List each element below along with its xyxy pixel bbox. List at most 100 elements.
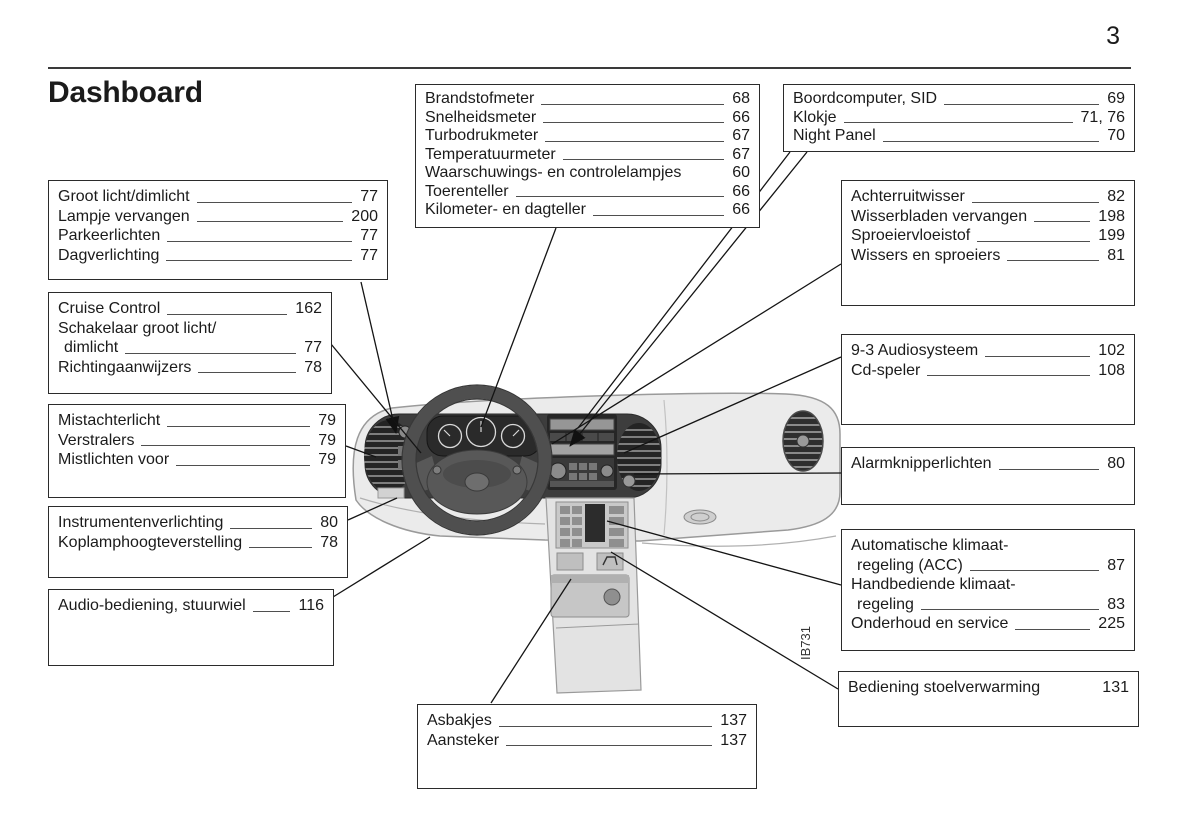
entry-label: regeling (857, 595, 914, 613)
leader-fog (345, 445, 377, 458)
page-number: 3 (1106, 22, 1120, 50)
right-air-vent (782, 410, 824, 472)
dot-leader (166, 260, 353, 261)
entry-page: 67 (732, 145, 750, 163)
leader-lights (360, 281, 400, 434)
dot-leader (198, 372, 297, 373)
leader-computer-2 (569, 151, 808, 447)
entry-label: Cd-speler (851, 361, 921, 379)
index-entry: Achterruitwisser 82 (851, 187, 1125, 207)
entry-page: 82 (1107, 188, 1125, 205)
entry-page: 77 (304, 339, 322, 356)
entry-label: dimlicht (64, 339, 119, 356)
callout-hazard: Alarmknipperlichten 80 (841, 447, 1135, 505)
entry-label: Waarschuwings- en controlelampjes (425, 164, 682, 181)
dot-leader (196, 201, 353, 203)
header-rule (48, 67, 1131, 69)
dot-leader (141, 445, 311, 446)
entry-label: Richtingaanwijzers (58, 358, 192, 376)
leader-wheel-audio (332, 536, 431, 598)
center-console (545, 497, 642, 694)
dot-leader (977, 240, 1091, 242)
hazard-switch (622, 474, 636, 488)
leader-hazard (633, 472, 842, 475)
entry-page: 108 (1098, 361, 1125, 379)
entry-label: Onderhoud en service (851, 615, 1009, 632)
entry-page: 131 (1102, 679, 1129, 696)
entry-label: Achterruitwisser (851, 188, 965, 205)
entry-label: Mistachterlicht (58, 412, 161, 429)
entry-page: 71, 76 (1080, 108, 1125, 126)
dot-leader (1007, 260, 1100, 261)
dot-leader (1034, 221, 1091, 222)
dot-leader (944, 103, 1100, 105)
entry-page: 66 (732, 201, 750, 218)
entry-page: 77 (360, 227, 378, 244)
entry-page: 81 (1107, 246, 1125, 264)
entry-page: 137 (720, 712, 747, 729)
index-entry: Alarmknipperlichten 80 (851, 454, 1125, 474)
leader-wipers (551, 263, 842, 445)
dot-leader (167, 313, 288, 315)
dot-leader (843, 122, 1073, 123)
entry-page: 79 (318, 451, 336, 468)
ashtray-panel (550, 574, 630, 618)
entry-page: 66 (732, 182, 750, 200)
index-entry: Cd-speler 108 (851, 361, 1125, 381)
dot-leader (230, 527, 313, 529)
dot-leader (985, 355, 1091, 357)
entry-label: Toerenteller (425, 182, 509, 200)
dot-leader (125, 352, 297, 354)
entry-page: 70 (1107, 127, 1125, 144)
index-entry: Toerenteller 66 (425, 183, 750, 202)
entry-page: 78 (304, 358, 322, 376)
dot-leader (543, 122, 725, 123)
seat-heating-switch (596, 552, 624, 571)
dot-leader (927, 375, 1091, 376)
dot-leader (167, 240, 353, 242)
entry-label: Alarmknipperlichten (851, 455, 992, 472)
page-title: Dashboard (48, 76, 203, 109)
index-entry: regeling (ACC)87 (851, 556, 1125, 576)
dot-leader (249, 547, 313, 548)
dot-leader (969, 570, 1100, 571)
entry-label: Handbediende klimaat- (851, 576, 1016, 593)
leader-instruments (480, 227, 557, 428)
entry-page: 79 (318, 431, 336, 449)
steering-wheel (401, 384, 553, 536)
entry-label: Kilometer- en dagteller (425, 201, 586, 218)
entry-label: 9-3 Audiosysteem (851, 342, 979, 359)
figure-code: IB731 (798, 626, 813, 660)
dot-leader (167, 425, 311, 427)
entry-label: Wissers en sproeiers (851, 246, 1001, 264)
entry-page: 80 (1107, 455, 1125, 472)
dot-leader (541, 103, 725, 105)
entry-page: 87 (1107, 556, 1125, 574)
leader-climate (606, 520, 842, 586)
instrument-cluster (426, 415, 542, 457)
entry-page: 199 (1098, 227, 1125, 244)
entry-label: Parkeerlichten (58, 227, 161, 244)
entry-label: Koplamphoogteverstelling (58, 533, 243, 551)
